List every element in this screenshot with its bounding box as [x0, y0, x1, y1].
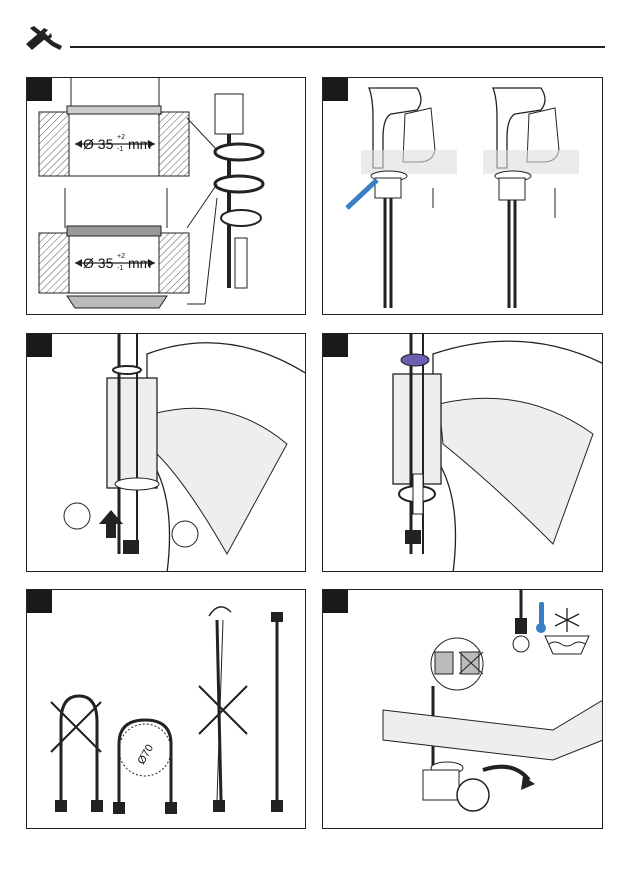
step-panel-1: Ø 35 +2 -1 mm Ø 35 +2 -1 mm [26, 77, 306, 315]
installation-diagram-mounting [323, 78, 603, 315]
step-panel-5: Ø70 [26, 589, 306, 829]
thermometer-icon [536, 602, 546, 633]
step-panel-4 [322, 333, 603, 572]
dimension-tolerance: -1 [117, 265, 123, 272]
step-panel-6 [322, 589, 603, 829]
step-panel-3 [26, 333, 306, 572]
dimension-unit: mm [128, 255, 151, 271]
wrench-screwdriver-icon [24, 24, 64, 52]
dimension-tolerance: -1 [117, 146, 123, 153]
snowflake-icon [555, 608, 579, 632]
installation-diagram-tighten [323, 334, 603, 572]
dimension-tolerance: +2 [117, 253, 125, 260]
water-icon [545, 636, 589, 654]
step-panel-2 [322, 77, 603, 315]
bend-radius-label: Ø70 [135, 743, 156, 767]
dimension-unit: mm [128, 136, 151, 152]
installation-diagram-connect-supply [323, 590, 603, 829]
installation-diagram-hose-bending: Ø70 [27, 590, 306, 829]
installation-diagram-fixing [27, 334, 306, 572]
dimension-label: Ø 35 [83, 136, 114, 152]
dimension-tolerance: +2 [117, 134, 125, 141]
installation-diagram-hole-size: Ø 35 +2 -1 mm Ø 35 +2 -1 mm [27, 78, 306, 315]
dimension-label: Ø 35 [83, 255, 114, 271]
header-rule [70, 46, 605, 48]
